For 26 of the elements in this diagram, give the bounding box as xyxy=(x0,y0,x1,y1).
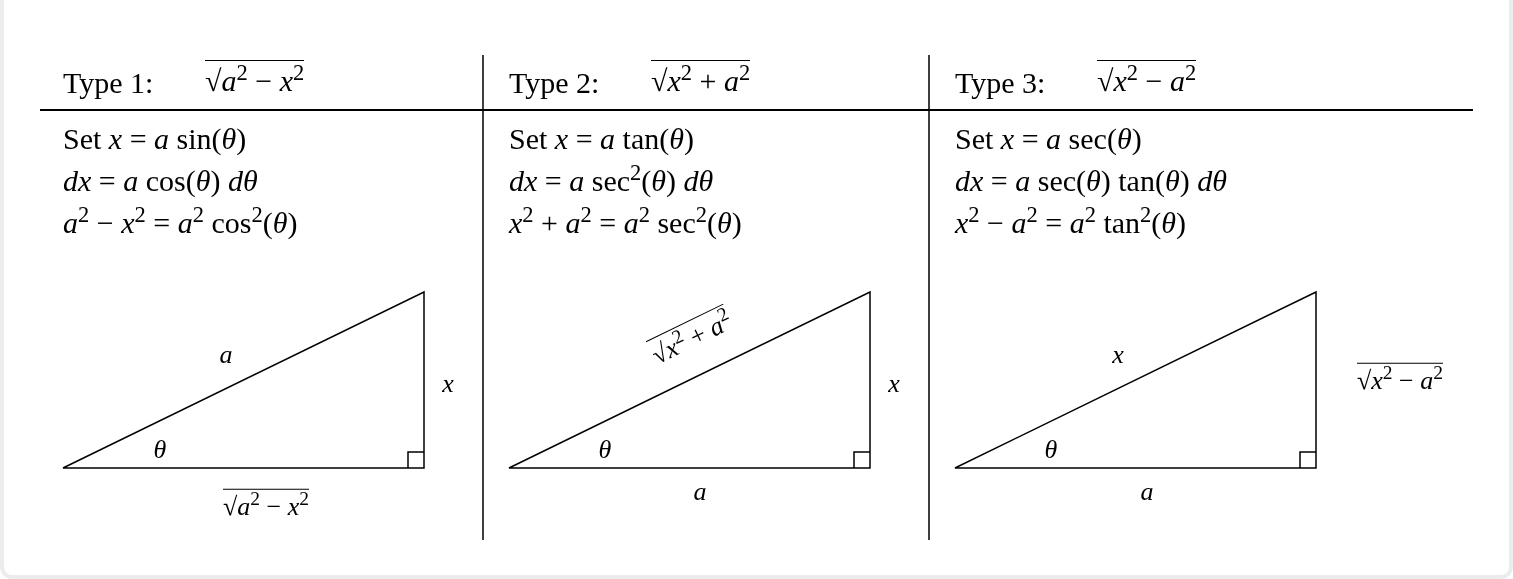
math-formula: Set x = a tan(θ) xyxy=(509,121,694,157)
math-formula: dx = a sec$^{2}$(θ) dθ xyxy=(509,162,714,199)
side-label: √a$^{2}$ − x$^{2}$ xyxy=(223,488,309,524)
math-formula: dx = a sec(θ) tan(θ) dθ xyxy=(955,163,1227,199)
math-formula: Set x = a sin(θ) xyxy=(63,121,247,157)
side-label: a xyxy=(1140,475,1154,508)
math-formula: x$^{2}$ + a$^{2}$ = a$^{2}$ sec$^{2}$(θ) xyxy=(509,204,742,241)
header-text: Type 1: xyxy=(63,65,154,101)
side-label: √x$^{2}$ − a$^{2}$ xyxy=(1357,362,1443,398)
radical-expression: √a$^{2}$ − x$^{2}$ xyxy=(205,60,305,100)
side-label: x xyxy=(1112,338,1124,371)
math-formula: a$^{2}$ − x$^{2}$ = a$^{2}$ cos$^{2}$(θ) xyxy=(63,204,298,241)
angle-label: θ xyxy=(1044,433,1058,466)
angle-label: θ xyxy=(598,433,612,466)
math-formula: Set x = a sec(θ) xyxy=(955,121,1142,157)
side-label: a xyxy=(693,475,707,508)
side-label: a xyxy=(219,338,233,371)
math-formula: x$^{2}$ − a$^{2}$ = a$^{2}$ tan$^{2}$(θ) xyxy=(955,204,1187,241)
side-label: x xyxy=(888,367,900,400)
angle-label: θ xyxy=(153,433,167,466)
header-text: Type 2: xyxy=(509,65,600,101)
header-text: Type 3: xyxy=(955,65,1046,101)
math-formula: dx = a cos(θ) dθ xyxy=(63,163,258,199)
radical-expression: √x$^{2}$ + a$^{2}$ xyxy=(651,60,751,100)
radical-expression: √x$^{2}$ − a$^{2}$ xyxy=(1097,60,1197,100)
side-label: x xyxy=(442,367,454,400)
